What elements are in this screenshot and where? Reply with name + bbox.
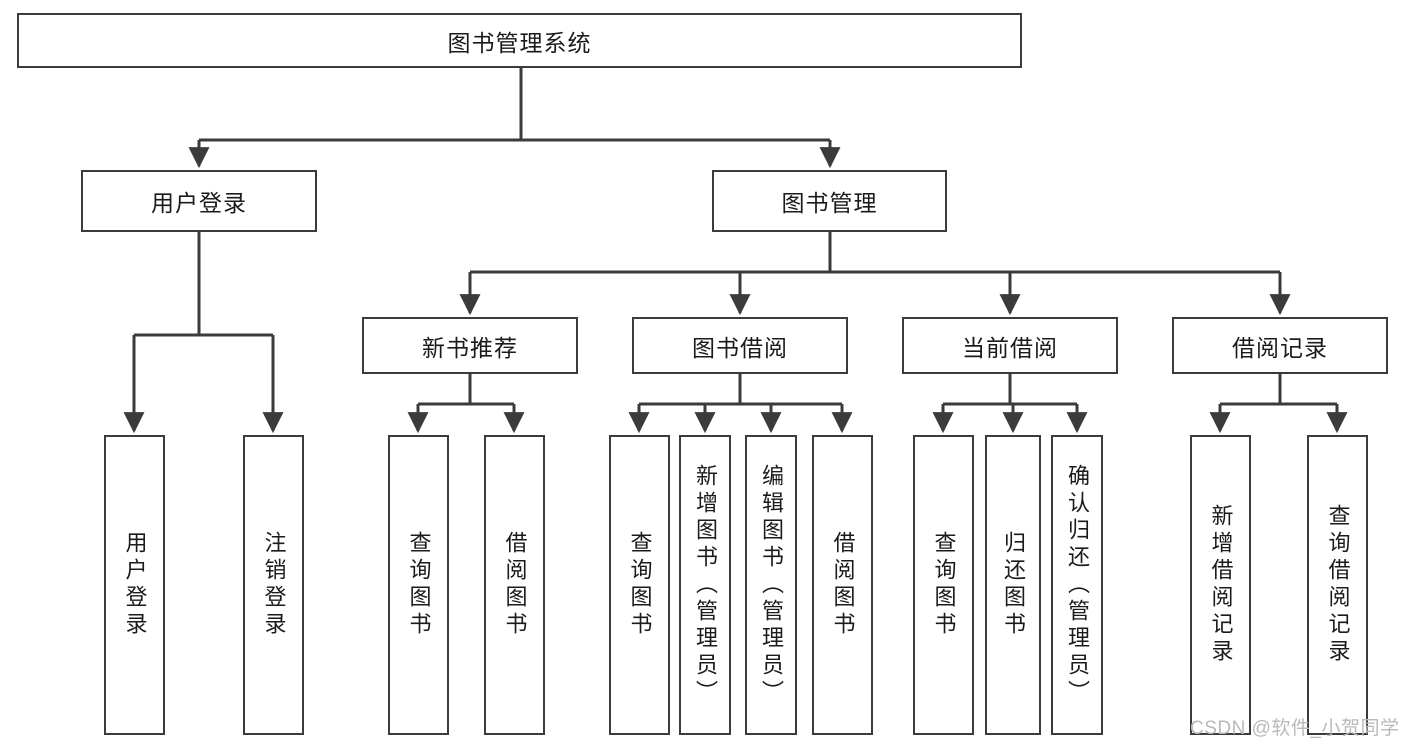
node-label-leaf-return-book: 归还图书: [1001, 531, 1026, 639]
node-label-borrow-record: 借阅记录: [1232, 334, 1328, 361]
node-user-login[interactable]: 用户登录: [81, 170, 317, 232]
node-label-user-login: 用户登录: [151, 190, 247, 216]
node-label-current-borrow: 当前借阅: [962, 334, 1058, 361]
node-label-leaf-edit-book: 编辑图书（管理员）: [759, 463, 784, 707]
node-label-leaf-add-record: 新增借阅记录: [1208, 504, 1234, 666]
node-label-leaf-borrow-book-bor: 借阅图书: [830, 531, 856, 639]
node-label-leaf-query-book-cur: 查询图书: [931, 531, 957, 639]
node-borrow-record[interactable]: 借阅记录: [1172, 317, 1388, 374]
node-label-root: 图书管理系统: [447, 29, 592, 56]
node-root[interactable]: 图书管理系统: [17, 13, 1022, 68]
node-book-borrow[interactable]: 图书借阅: [632, 317, 848, 374]
node-leaf-query-book-rec[interactable]: 查询图书: [388, 435, 449, 735]
node-leaf-borrow-book-bor[interactable]: 借阅图书: [812, 435, 873, 735]
node-label-leaf-query-record: 查询借阅记录: [1325, 504, 1351, 666]
node-leaf-logout[interactable]: 注销登录: [243, 435, 304, 735]
node-leaf-borrow-book-rec[interactable]: 借阅图书: [484, 435, 545, 735]
node-leaf-user-login[interactable]: 用户登录: [104, 435, 165, 735]
node-label-leaf-confirm-return: 确认归还（管理员）: [1065, 463, 1090, 707]
node-book-manage[interactable]: 图书管理: [712, 170, 947, 232]
node-current-borrow[interactable]: 当前借阅: [902, 317, 1118, 374]
node-leaf-add-record[interactable]: 新增借阅记录: [1190, 435, 1251, 735]
node-label-book-manage: 图书管理: [781, 190, 878, 216]
node-leaf-confirm-return[interactable]: 确认归还（管理员）: [1051, 435, 1103, 735]
node-new-book-recommend[interactable]: 新书推荐: [362, 317, 578, 374]
node-leaf-query-record[interactable]: 查询借阅记录: [1307, 435, 1368, 735]
node-label-leaf-user-login: 用户登录: [122, 531, 148, 639]
node-leaf-query-book-cur[interactable]: 查询图书: [913, 435, 974, 735]
node-leaf-edit-book[interactable]: 编辑图书（管理员）: [745, 435, 797, 735]
node-label-leaf-query-book-bor: 查询图书: [627, 531, 653, 639]
node-leaf-query-book-bor[interactable]: 查询图书: [609, 435, 670, 735]
node-leaf-return-book[interactable]: 归还图书: [985, 435, 1041, 735]
node-label-leaf-query-book-rec: 查询图书: [406, 531, 432, 639]
node-label-new-book-recommend: 新书推荐: [422, 334, 518, 361]
node-label-leaf-logout: 注销登录: [261, 531, 287, 639]
node-label-book-borrow: 图书借阅: [692, 334, 788, 361]
node-label-leaf-add-book: 新增图书（管理员）: [693, 463, 718, 707]
node-label-leaf-borrow-book-rec: 借阅图书: [502, 531, 528, 639]
node-leaf-add-book[interactable]: 新增图书（管理员）: [679, 435, 731, 735]
